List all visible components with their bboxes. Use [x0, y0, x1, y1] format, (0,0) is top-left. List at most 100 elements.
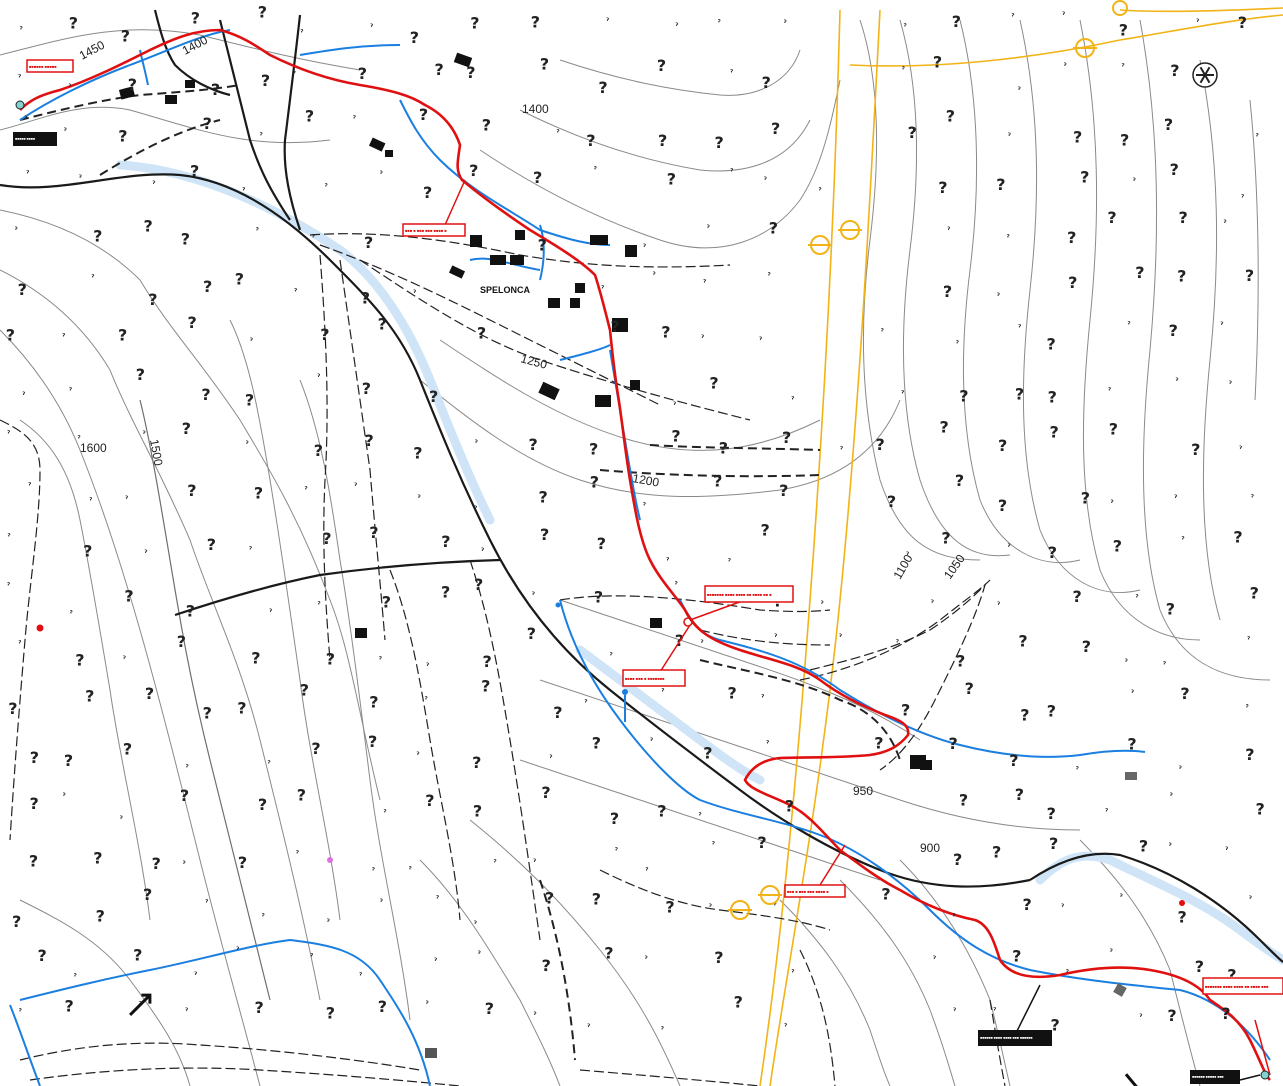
tree-symbol: ˀ [425, 695, 428, 704]
tree-symbol: ˀ [1221, 321, 1224, 330]
tree-symbol: ˀ [1061, 902, 1064, 911]
tree-symbol: ˀ [662, 687, 665, 696]
tree-symbol: ˀ [1062, 11, 1065, 20]
tree-symbol: ? [1048, 388, 1057, 407]
tree-symbol: ? [410, 28, 419, 47]
tree-symbol: ˀ [28, 481, 31, 490]
tree-symbol: ˀ [906, 551, 909, 560]
tree-symbols: ˀ???? ˀ ˀ??? ˀ ˀ ˀ ˀ ˀ? ˀ ˀ? ˀ? ˀ ˀ??? ˀ?????? ˀ? ˀ? ˀ ˀ ˀ… [6, 2, 1265, 1034]
svg-text:■■■ ■ ■■■ ■■■ ■■■■ ■: ■■■ ■ ■■■ ■■■ ■■■■ ■ [787, 889, 829, 894]
tree-symbol: ? [474, 575, 483, 594]
tree-symbol: ? [38, 946, 47, 965]
tree-symbol: ˀ [478, 950, 481, 959]
tree-symbol: ˀ [784, 1022, 787, 1031]
tree-symbol: ˀ [413, 288, 416, 297]
tree-symbol: ? [6, 326, 15, 345]
tree-symbol: ˀ [650, 737, 653, 746]
tree-symbol: ? [8, 699, 17, 718]
tree-symbol: ? [1166, 600, 1175, 619]
tree-symbol: ˀ [317, 372, 320, 381]
tree-symbol: ? [123, 740, 132, 759]
tree-symbol: ˀ [594, 165, 597, 174]
tree-symbol: ? [320, 325, 329, 344]
tree-symbol: ? [322, 529, 331, 548]
tree-symbol: ˀ [143, 429, 146, 438]
power-pylon-icons [728, 0, 1128, 920]
tree-symbol: ˀ [1176, 377, 1179, 386]
route-annotation[interactable]: ■■■■■■■ ■■■■ ■■■■ ■■ ■■■■ ■■■ [1202, 977, 1283, 995]
tree-symbol: ? [1015, 385, 1024, 404]
tree-symbol: ˀ [534, 1011, 537, 1020]
tree-symbol: ˀ [327, 918, 330, 927]
pipe-annotation[interactable]: ■■■■■■ ■■■■ ■■■■ ■■■ ■■■■■■ [978, 1030, 1052, 1046]
tree-symbol: ? [998, 436, 1007, 455]
tree-symbol: ? [152, 854, 161, 873]
tree-symbol: ? [245, 391, 254, 410]
tree-symbol: ˀ [74, 972, 77, 981]
tree-symbol: ˀ [768, 271, 771, 280]
tree-symbol: ˀ [730, 167, 733, 176]
tree-symbol: ? [305, 106, 314, 125]
tree-symbol: ˀ [707, 223, 710, 232]
tree-symbol: ˀ [18, 73, 21, 82]
tree-symbol: ? [779, 481, 788, 500]
tree-symbol: ? [203, 277, 212, 296]
route-annotation[interactable]: ■■■ ■ ■■■ ■■■ ■■■■ ■ [402, 223, 466, 237]
tree-symbol: ? [941, 529, 950, 548]
tree-symbol: ? [93, 848, 102, 867]
tree-symbol: ? [539, 488, 548, 507]
tree-symbol: ? [709, 373, 718, 392]
tree-symbol: ˀ [64, 126, 67, 135]
tree-symbol: ˀ [354, 481, 357, 490]
tree-symbol: ? [1120, 131, 1129, 150]
tree-symbol: ˀ [236, 946, 239, 955]
tree-symbol: ˀ [25, 115, 28, 124]
route-annotation[interactable]: ■■■■■■■ ■■■■ ■■■■ ■■ ■■■■ ■■ ■ [704, 585, 794, 603]
tree-symbol: ? [665, 897, 674, 916]
route-annotation[interactable]: ■■■ ■ ■■■ ■■■ ■■■■ ■ [784, 884, 846, 898]
tree-symbol: ˀ [774, 901, 777, 910]
tree-symbol: ? [541, 783, 550, 802]
tree-symbol: ˀ [353, 114, 356, 123]
tree-symbol: ? [12, 912, 21, 931]
power-pylon-icon [1112, 0, 1128, 16]
tree-symbol: ˀ [1256, 132, 1259, 141]
tree-symbol: ? [545, 888, 554, 907]
tree-symbol: ˀ [8, 532, 11, 541]
tree-symbol: ? [719, 439, 728, 458]
tree-symbol: ? [611, 317, 620, 336]
route-annotation[interactable]: ■■■■■■ ■■■■■ [26, 59, 74, 73]
route-annotation[interactable]: ■■■■ ■■■ ■ ■■■■■■■ [622, 669, 686, 687]
tree-symbol: ? [1073, 128, 1082, 147]
tree-symbol: ? [592, 733, 601, 752]
tree-symbol: ˀ [1008, 543, 1011, 552]
tree-symbol: ? [1082, 637, 1091, 656]
tree-symbol: ? [933, 53, 942, 72]
tree-symbol: ˀ [931, 598, 934, 607]
tree-symbol: ˀ [1111, 499, 1114, 508]
tree-symbol: ? [785, 796, 794, 815]
tree-symbol: ? [1221, 1004, 1230, 1023]
tree-symbol: ? [211, 80, 220, 99]
tree-symbol: ˀ [19, 1007, 22, 1016]
tree-symbol: ? [713, 471, 722, 490]
tree-symbol: ? [714, 948, 723, 967]
tree-symbol: ˀ [904, 22, 907, 31]
tree-symbol: ? [254, 484, 263, 503]
contour-label: 1200 [631, 471, 660, 489]
tree-symbol: ? [148, 290, 157, 309]
pipe-annotation[interactable]: ■■■■■■ ■■■■■ ■■■ [1190, 1070, 1240, 1084]
tree-symbol: ˀ [701, 639, 704, 648]
tree-symbol: ˀ [250, 337, 253, 346]
tree-symbol: ? [369, 523, 378, 542]
tree-symbol: ? [30, 794, 39, 813]
tree-symbol: ? [1169, 321, 1178, 340]
tree-symbol: ? [657, 802, 666, 821]
pipe-annotation[interactable]: ■■■■■ ■■■■ [13, 132, 57, 146]
tree-symbol: ˀ [15, 226, 18, 235]
tree-symbol: ? [1227, 965, 1236, 984]
tree-symbol: ˀ [601, 284, 604, 293]
tree-symbol: ˀ [123, 655, 126, 664]
